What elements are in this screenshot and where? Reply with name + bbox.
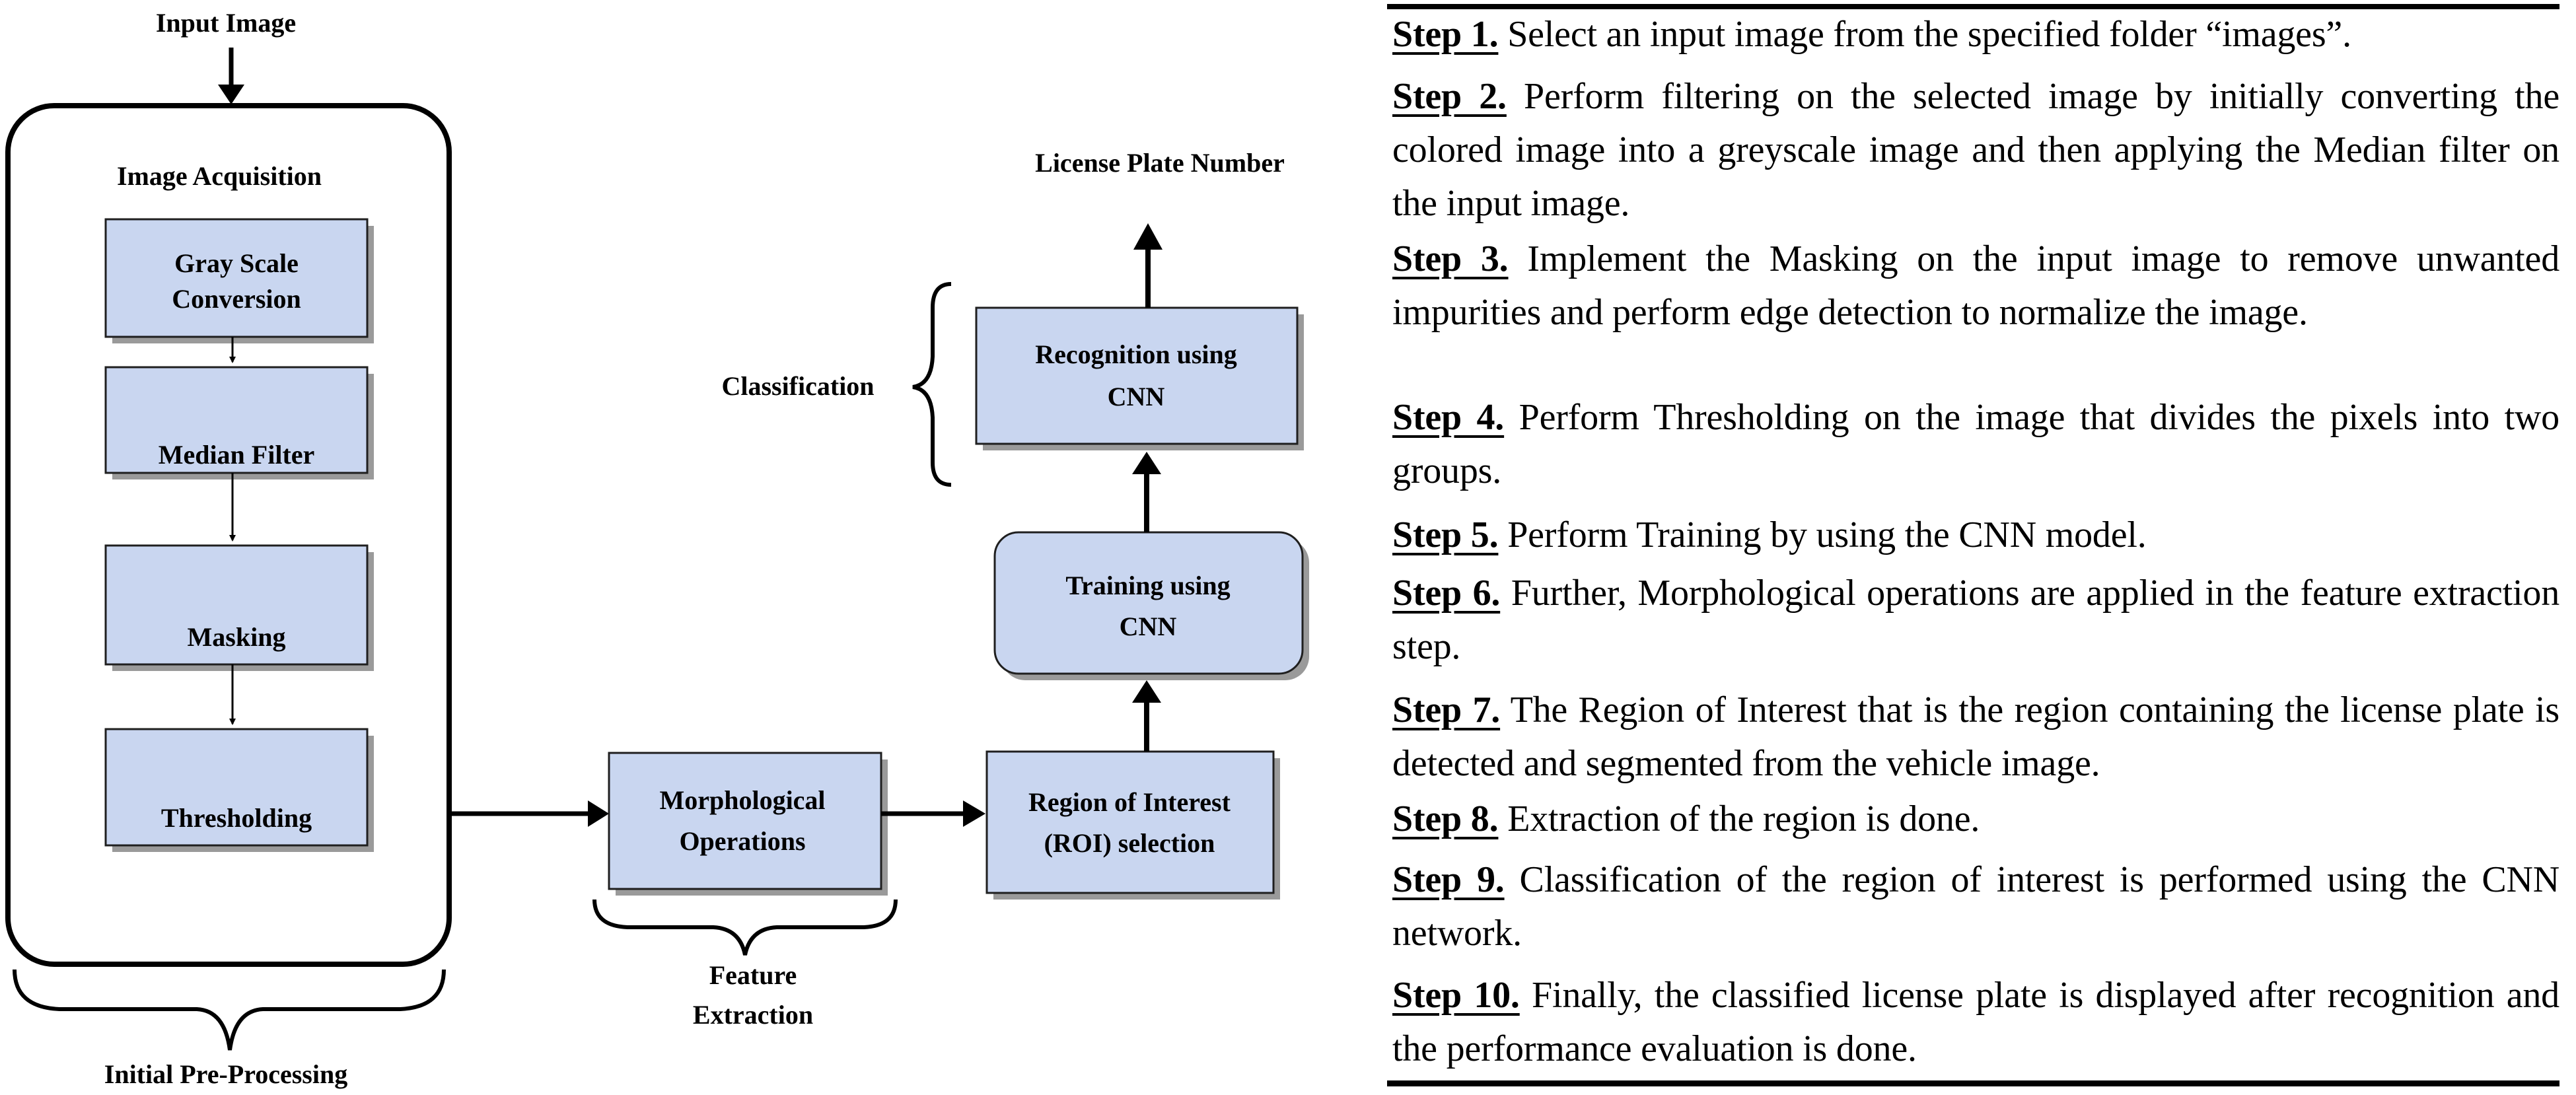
step-3: Step 3. Implement the Masking on the inp… [1392,232,2559,339]
feature-extraction-brace [592,899,898,956]
initial-preprocessing-label: Initial Pre-Processing [104,1059,347,1089]
step-10: Step 10. Finally, the classified license… [1392,969,2559,1076]
masking-label: Masking [188,622,286,652]
image-acquisition-label: Image Acquisition [117,161,322,191]
step-9-label: Step 9. [1392,859,1505,900]
step-10-label: Step 10. [1392,975,1520,1016]
classification-label: Classification [721,371,874,401]
preprocessing-brace [13,969,446,1051]
step-1-text: Select an input image from the specified… [1498,14,2351,55]
recognition-label-1: Recognition using [1035,339,1237,369]
step-8: Step 8. Extraction of the region is done… [1392,793,2559,846]
input-arrow-head [218,85,244,104]
gray-scale-label-2: Conversion [172,284,301,314]
feature-extraction-label-2: Extraction [693,1000,813,1030]
recognition-label-2: CNN [1108,382,1165,411]
training-label-1: Training using [1065,571,1230,600]
roi-label-1: Region of Interest [1028,787,1231,817]
training-label-2: CNN [1120,612,1177,641]
step-4-label: Step 4. [1392,397,1505,438]
step-6: Step 6. Further, Morphological operation… [1392,567,2559,674]
gray-scale-box [104,218,369,338]
license-plate-number-label: License Plate Number [1035,148,1285,178]
median-filter-box [104,366,369,474]
step-8-text: Extraction of the region is done. [1498,798,1980,839]
step-3-text: Implement the Masking on the input image… [1392,238,2559,333]
recognition-box [975,306,1299,445]
gray-scale-label-1: Gray Scale [174,248,299,278]
preprocessing-container [5,103,452,967]
masking-box [104,544,369,666]
step-2-label: Step 2. [1392,76,1507,117]
flow-diagram: Input Image Image Acquisition Gray Scale… [5,8,1309,1089]
step-10-text: Finally, the classified license plate is… [1392,975,2559,1069]
step-1-label: Step 1. [1392,14,1499,55]
step-7-text: The Region of Interest that is the regio… [1392,689,2559,784]
step-5: Step 5. Perform Training by using the CN… [1392,509,2559,562]
step-6-text: Further, Morphological operations are ap… [1392,573,2559,667]
thresholding-label: Thresholding [161,803,312,833]
step-9: Step 9. Classification of the region of … [1392,853,2559,960]
step-6-label: Step 6. [1392,573,1501,614]
steps-bottom-rule [1387,1080,2559,1086]
training-box [993,531,1304,675]
classification-brace [912,282,952,487]
step-4: Step 4. Perform Thresholding on the imag… [1392,391,2559,498]
step-3-label: Step 3. [1392,238,1509,279]
steps-top-rule [1387,4,2559,9]
step-1: Step 1. Select an input image from the s… [1392,8,2559,61]
step-5-text: Perform Training by using the CNN model. [1498,514,2147,555]
morphological-box [608,752,882,890]
thresholding-box [104,728,369,847]
step-8-label: Step 8. [1392,798,1499,839]
morphological-label-1: Morphological [659,785,825,815]
roi-label-2: (ROI) selection [1044,828,1215,858]
input-image-label: Input Image [156,8,296,38]
step-2-text: Perform filtering on the selected image … [1392,76,2559,224]
step-7: Step 7. The Region of Interest that is t… [1392,684,2559,791]
step-4-text: Perform Thresholding on the image that d… [1392,397,2559,491]
median-filter-label: Median Filter [159,440,315,470]
step-7-label: Step 7. [1392,689,1501,730]
morphological-label-2: Operations [679,826,805,856]
feature-extraction-label-1: Feature [709,960,797,990]
step-9-text: Classification of the region of interest… [1392,859,2559,954]
roi-box [985,750,1275,894]
step-2: Step 2. Perform filtering on the selecte… [1392,70,2559,230]
steps-panel: Step 1. Select an input image from the s… [1387,0,2559,1095]
step-5-label: Step 5. [1392,514,1499,555]
